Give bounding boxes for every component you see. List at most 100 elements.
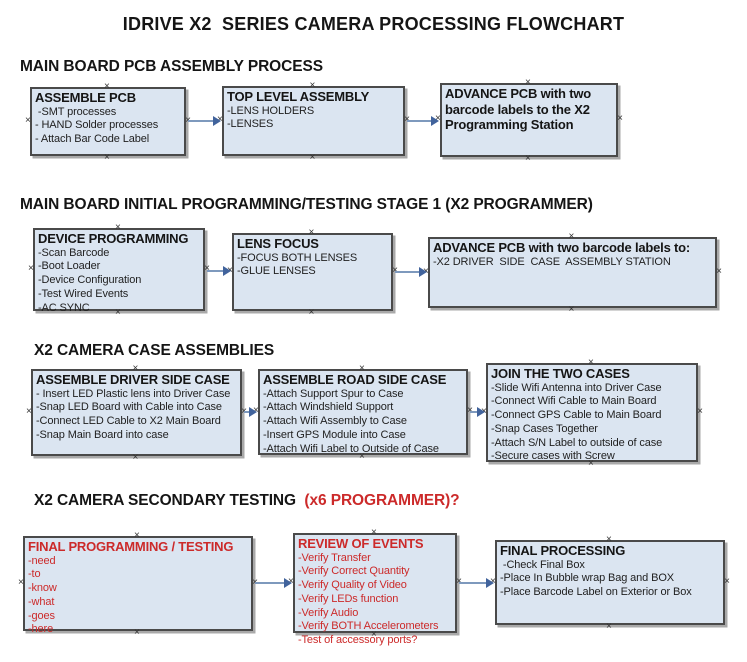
box-item: -Verify BOTH Accelerometers	[298, 620, 439, 633]
box-item: -Attach Windshield Support	[263, 401, 394, 414]
box-item: -Verify LEDs function	[298, 592, 399, 605]
arrow-head-right-icon	[223, 266, 231, 276]
flow-box: TOP LEVEL ASSEMBLY-LENS HOLDERS-LENSES××…	[217, 81, 410, 163]
box-title: ADVANCE PCB with two barcode labels to t…	[445, 86, 591, 132]
box-item: -Slide Wifi Antenna into Driver Case	[491, 381, 662, 394]
connector-anchor-left: ×	[25, 114, 31, 126]
box-item: -Connect LED Cable to X2 Main Board	[36, 415, 221, 428]
connector-anchor-bottom: ×	[104, 152, 110, 163]
connector-anchor-bottom: ×	[525, 153, 531, 164]
section-header: MAIN BOARD PCB ASSEMBLY PROCESS	[20, 58, 323, 76]
box-item: - Insert LED Plastic lens into Driver Ca…	[36, 387, 231, 400]
section-header: X2 CAMERA SECONDARY TESTING (x6 PROGRAMM…	[34, 492, 460, 510]
flow-box: LENS FOCUS-FOCUS BOTH LENSES-GLUE LENSES…	[227, 228, 398, 318]
box-item: -Test Wired Events	[38, 287, 129, 300]
box-title: FINAL PROCESSING	[500, 543, 626, 558]
flow-box: FINAL PROGRAMMING / TESTING-need-to-know…	[18, 531, 258, 638]
box-item: -Place In Bubble wrap Bag and BOX	[500, 572, 674, 585]
box-item: -Connect Wifi Cable to Main Board	[491, 395, 657, 408]
arrow-head-right-icon	[213, 116, 221, 126]
flow-box: ASSEMBLE ROAD SIDE CASE-Attach Support S…	[253, 364, 473, 462]
connector-anchor-right: ×	[716, 265, 722, 277]
box-title: JOIN THE TWO CASES	[491, 366, 630, 381]
connector-anchor-left: ×	[26, 405, 32, 417]
box-item: -Place Barcode Label on Exterior or Box	[500, 586, 692, 599]
box-item: -SMT processes	[35, 105, 117, 118]
box-title: ASSEMBLE PCB	[35, 90, 136, 105]
box-item: -Scan Barcode	[38, 246, 110, 259]
section-header: MAIN BOARD INITIAL PROGRAMMING/TESTING S…	[20, 196, 593, 214]
box-title: FINAL PROGRAMMING / TESTING	[28, 539, 234, 554]
box-item: -what	[28, 595, 55, 608]
box-item: -Secure cases with Screw	[491, 450, 615, 463]
box-item: -Connect GPS Cable to Main Board	[491, 409, 662, 422]
arrow-head-right-icon	[284, 578, 292, 588]
connector-anchor-bottom: ×	[132, 452, 139, 463]
box-item: -LENS HOLDERS	[227, 104, 315, 117]
box-item: -to	[28, 568, 41, 581]
box-item: -Snap LED Board with Cable into Case	[36, 401, 222, 414]
flow-arrow	[407, 116, 439, 126]
connector-anchor-right: ×	[617, 113, 623, 124]
box-item: -Boot Loader	[38, 260, 101, 273]
box-title: LENS FOCUS	[237, 236, 319, 251]
arrow-head-right-icon	[249, 407, 257, 417]
box-item: -Test of accessory ports?	[298, 634, 418, 647]
box-title: ASSEMBLE ROAD SIDE CASE	[263, 372, 447, 387]
box-title: REVIEW OF EVENTS	[298, 536, 424, 551]
connector-anchor-left: ×	[28, 262, 34, 274]
flow-box: ADVANCE PCB with two barcode labels to:-…	[423, 232, 722, 315]
box-item: - HAND Solder processes	[35, 119, 159, 132]
box-item: -Attach Wifi Assembly to Case	[263, 415, 407, 428]
box-item: -Attach Wifi Label to Outside of Case	[263, 442, 439, 455]
section-header: X2 CAMERA CASE ASSEMBLIES	[34, 342, 274, 360]
connector-anchor-bottom: ×	[568, 304, 575, 315]
section-header-text: MAIN BOARD PCB ASSEMBLY PROCESS	[20, 58, 323, 75]
flow-box: REVIEW OF EVENTS-Verify Transfer-Verify …	[288, 528, 462, 647]
box-item: -need	[28, 554, 56, 567]
section-header-text: X2 CAMERA CASE ASSEMBLIES	[34, 342, 275, 359]
flow-arrow	[395, 267, 427, 277]
box-title: ADVANCE PCB with two barcode labels to:	[433, 240, 691, 255]
arrow-line	[407, 120, 433, 122]
box-item: - Attach Bar Code Label	[35, 133, 150, 146]
box-item: -Insert GPS Module into Case	[263, 428, 406, 441]
connector-anchor-left: ×	[18, 576, 24, 588]
box-item: -Verify Audio	[298, 606, 359, 619]
arrow-line	[459, 582, 488, 584]
connector-anchor-bottom: ×	[308, 307, 315, 318]
connector-anchor-bottom: ×	[309, 152, 316, 163]
arrow-head-right-icon	[419, 267, 427, 277]
box-item: -Verify Correct Quantity	[298, 565, 410, 578]
box-title: TOP LEVEL ASSEMBLY	[227, 89, 370, 104]
box-title: ASSEMBLE DRIVER SIDE CASE	[36, 372, 230, 387]
arrow-head-right-icon	[486, 578, 494, 588]
box-item: -Verify Transfer	[298, 551, 371, 564]
flow-arrow	[459, 578, 494, 588]
connector-anchor-right: ×	[724, 575, 730, 587]
section-header-text: X2 CAMERA SECONDARY TESTING	[34, 492, 296, 509]
box-item: -Verify Quality of Video	[298, 579, 407, 592]
flow-arrow	[188, 116, 221, 126]
arrow-line	[188, 120, 215, 122]
flow-arrow	[470, 407, 485, 417]
flow-box: ASSEMBLE PCB -SMT processes- HAND Solder…	[25, 82, 191, 163]
flow-box: FINAL PROCESSING -Check Final Box-Place …	[490, 535, 730, 632]
flow-box: DEVICE PROGRAMMING-Scan Barcode-Boot Loa…	[28, 223, 210, 318]
arrow-line	[395, 271, 421, 273]
flow-box: JOIN THE TWO CASES-Slide Wifi Antenna in…	[481, 358, 703, 469]
arrow-line	[244, 411, 251, 413]
box-item: -Snap Main Board into case	[36, 428, 169, 441]
arrow-line	[207, 270, 225, 272]
flow-arrow	[244, 407, 257, 417]
flow-arrow	[255, 578, 292, 588]
connector-anchor-right: ×	[697, 405, 703, 417]
box-item: -Check Final Box	[500, 558, 585, 571]
section-header-text: MAIN BOARD INITIAL PROGRAMMING/TESTING S…	[20, 196, 593, 213]
box-item: -here	[28, 623, 54, 636]
box-title: DEVICE PROGRAMMING	[38, 231, 189, 246]
box-item: -LENSES	[227, 118, 274, 131]
page-title: IDRIVE X2 SERIES CAMERA PROCESSING FLOWC…	[122, 14, 625, 34]
arrow-head-right-icon	[431, 116, 439, 126]
